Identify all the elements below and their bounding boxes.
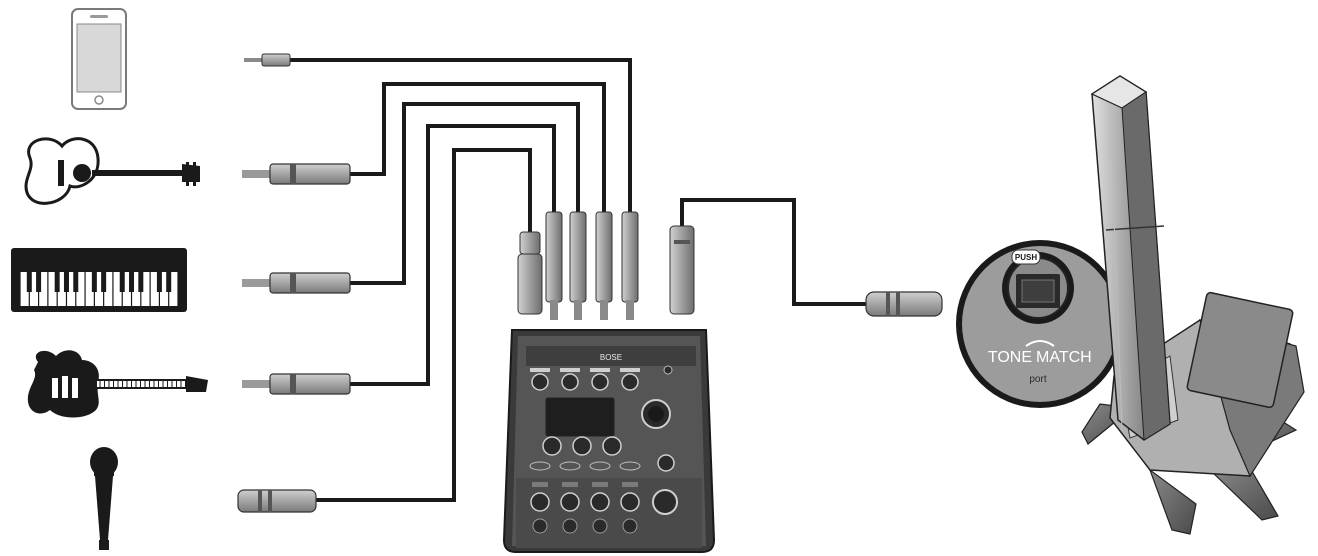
volume-knob bbox=[530, 492, 550, 512]
mixer-brand: BOSE bbox=[600, 353, 622, 362]
volume-knob bbox=[620, 492, 640, 512]
quarter-inch-plug-keyboard bbox=[242, 272, 351, 294]
channel-label-strip bbox=[530, 368, 550, 372]
mixer-display bbox=[545, 397, 615, 437]
plug-out bbox=[669, 225, 695, 315]
channel-select bbox=[562, 482, 578, 487]
microphone-icon bbox=[90, 447, 118, 550]
mixer: BOSE bbox=[502, 329, 716, 553]
channel-select bbox=[592, 482, 608, 487]
tonematch-brand-post: MATCH bbox=[1036, 349, 1092, 366]
tonematch-port-badge: PUSH TONE MATCH port bbox=[956, 240, 1124, 408]
smartphone-icon bbox=[71, 8, 127, 110]
quarter-inch-plug-electric bbox=[242, 373, 351, 395]
black-key bbox=[26, 272, 32, 292]
acoustic-guitar-icon bbox=[24, 137, 200, 205]
column-speaker-system bbox=[1081, 75, 1305, 535]
mute-button bbox=[532, 518, 548, 534]
black-key bbox=[156, 272, 162, 292]
channel-select bbox=[532, 482, 548, 487]
tonematch-brand-pre: TONE bbox=[988, 349, 1032, 366]
push-label: PUSH bbox=[1015, 253, 1037, 262]
preset-button bbox=[602, 436, 622, 456]
plug-in-3 bbox=[569, 211, 587, 320]
volume-knob bbox=[560, 492, 580, 512]
preset-button bbox=[572, 436, 592, 456]
xlr-plug-mic bbox=[237, 489, 317, 513]
plug-in-5 bbox=[621, 211, 639, 320]
plug-in-4 bbox=[595, 211, 613, 320]
mixer-input-plugs bbox=[517, 211, 695, 320]
gain-knob bbox=[591, 373, 609, 391]
led-indicator bbox=[619, 461, 641, 471]
black-key bbox=[54, 272, 60, 292]
mute-button bbox=[592, 518, 608, 534]
black-key bbox=[91, 272, 97, 292]
quarter-inch-plug-acoustic bbox=[242, 163, 351, 185]
keyboard-icon bbox=[11, 248, 187, 312]
channel-label-strip bbox=[560, 368, 580, 372]
xlr-plug-mixer-in bbox=[517, 231, 543, 315]
channel-select bbox=[622, 482, 638, 487]
cables bbox=[290, 58, 868, 502]
black-key bbox=[36, 272, 42, 292]
black-key bbox=[138, 272, 144, 292]
gain-knob bbox=[621, 373, 639, 391]
black-key bbox=[73, 272, 79, 292]
mute-button bbox=[562, 518, 578, 534]
black-key bbox=[63, 272, 69, 292]
mute-button bbox=[622, 518, 638, 534]
led-indicator bbox=[589, 461, 611, 471]
channel-label-strip bbox=[590, 368, 610, 372]
port-label: port bbox=[1029, 374, 1046, 385]
electric-guitar-icon bbox=[27, 350, 208, 418]
gain-knob bbox=[531, 373, 549, 391]
black-key bbox=[101, 272, 107, 292]
channel-label-strip bbox=[620, 368, 640, 372]
led-indicator bbox=[529, 461, 551, 471]
master-volume-knob bbox=[652, 489, 678, 515]
gain-knob bbox=[561, 373, 579, 391]
black-key bbox=[166, 272, 172, 292]
black-key bbox=[129, 272, 135, 292]
preset-button bbox=[542, 436, 562, 456]
black-key bbox=[119, 272, 125, 292]
volume-knob bbox=[590, 492, 610, 512]
plug-in-2 bbox=[545, 211, 563, 320]
tonematch-cable-plug bbox=[865, 291, 943, 317]
phone-plug bbox=[244, 53, 291, 67]
led-indicator bbox=[559, 461, 581, 471]
